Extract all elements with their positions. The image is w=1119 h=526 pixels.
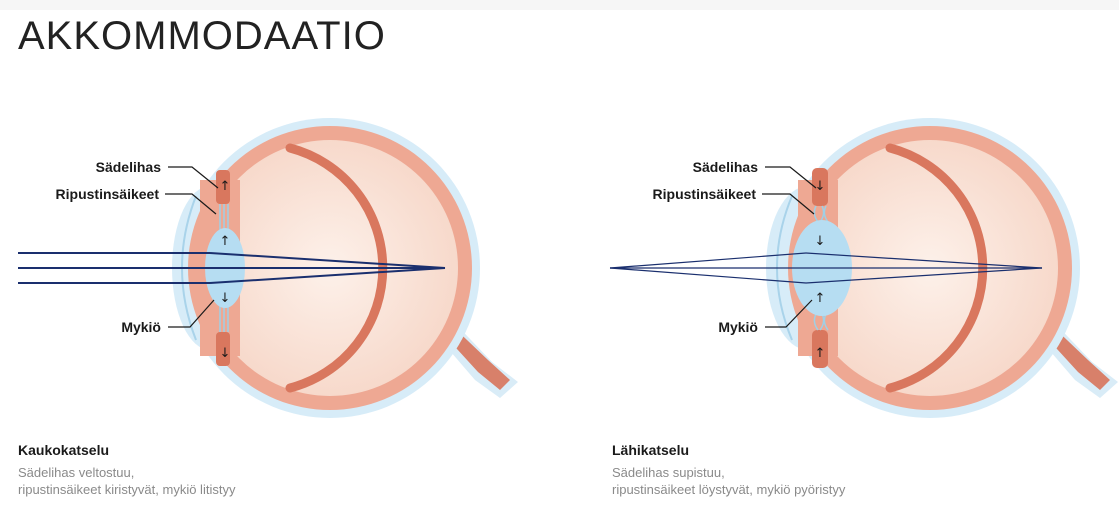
caption-text-left-1: Sädelihas veltostuu,	[18, 464, 235, 481]
label-lens-left: Mykiö	[121, 319, 161, 335]
caption-text-right-2: ripustinsäikeet löystyvät, mykiö pyörist…	[612, 481, 845, 498]
caption-text-right-1: Sädelihas supistuu,	[612, 464, 845, 481]
arrow-down-icon: ↓	[220, 291, 231, 306]
right-eye: ↓ ↓ ↑ ↑ Sädelihas Ripustinsäikeet Mykiö	[610, 118, 1118, 418]
label-zonules-right: Ripustinsäikeet	[653, 186, 757, 202]
label-ciliary-muscle-left: Sädelihas	[96, 159, 162, 175]
arrow-up-icon: ↑	[815, 291, 826, 306]
caption-text-left-2: ripustinsäikeet kiristyvät, mykiö litist…	[18, 481, 235, 498]
arrow-up-icon: ↑	[220, 179, 231, 194]
left-eye: ↑ ↑ ↓ ↓ Sädelihas Ripustinsäikeet	[18, 118, 518, 418]
arrow-down-icon: ↓	[815, 234, 826, 249]
caption-title-left: Kaukokatselu	[18, 442, 235, 458]
caption-title-right: Lähikatselu	[612, 442, 845, 458]
caption-left: Kaukokatselu Sädelihas veltostuu, ripust…	[18, 442, 235, 498]
caption-right: Lähikatselu Sädelihas supistuu, ripustin…	[612, 442, 845, 498]
label-zonules-left: Ripustinsäikeet	[56, 186, 160, 202]
arrow-up-icon: ↑	[220, 234, 231, 249]
label-lens-right: Mykiö	[718, 319, 758, 335]
arrow-down-icon: ↓	[815, 179, 826, 194]
label-ciliary-muscle-right: Sädelihas	[693, 159, 759, 175]
arrow-down-icon: ↓	[220, 346, 231, 361]
arrow-up-icon: ↑	[815, 346, 826, 361]
